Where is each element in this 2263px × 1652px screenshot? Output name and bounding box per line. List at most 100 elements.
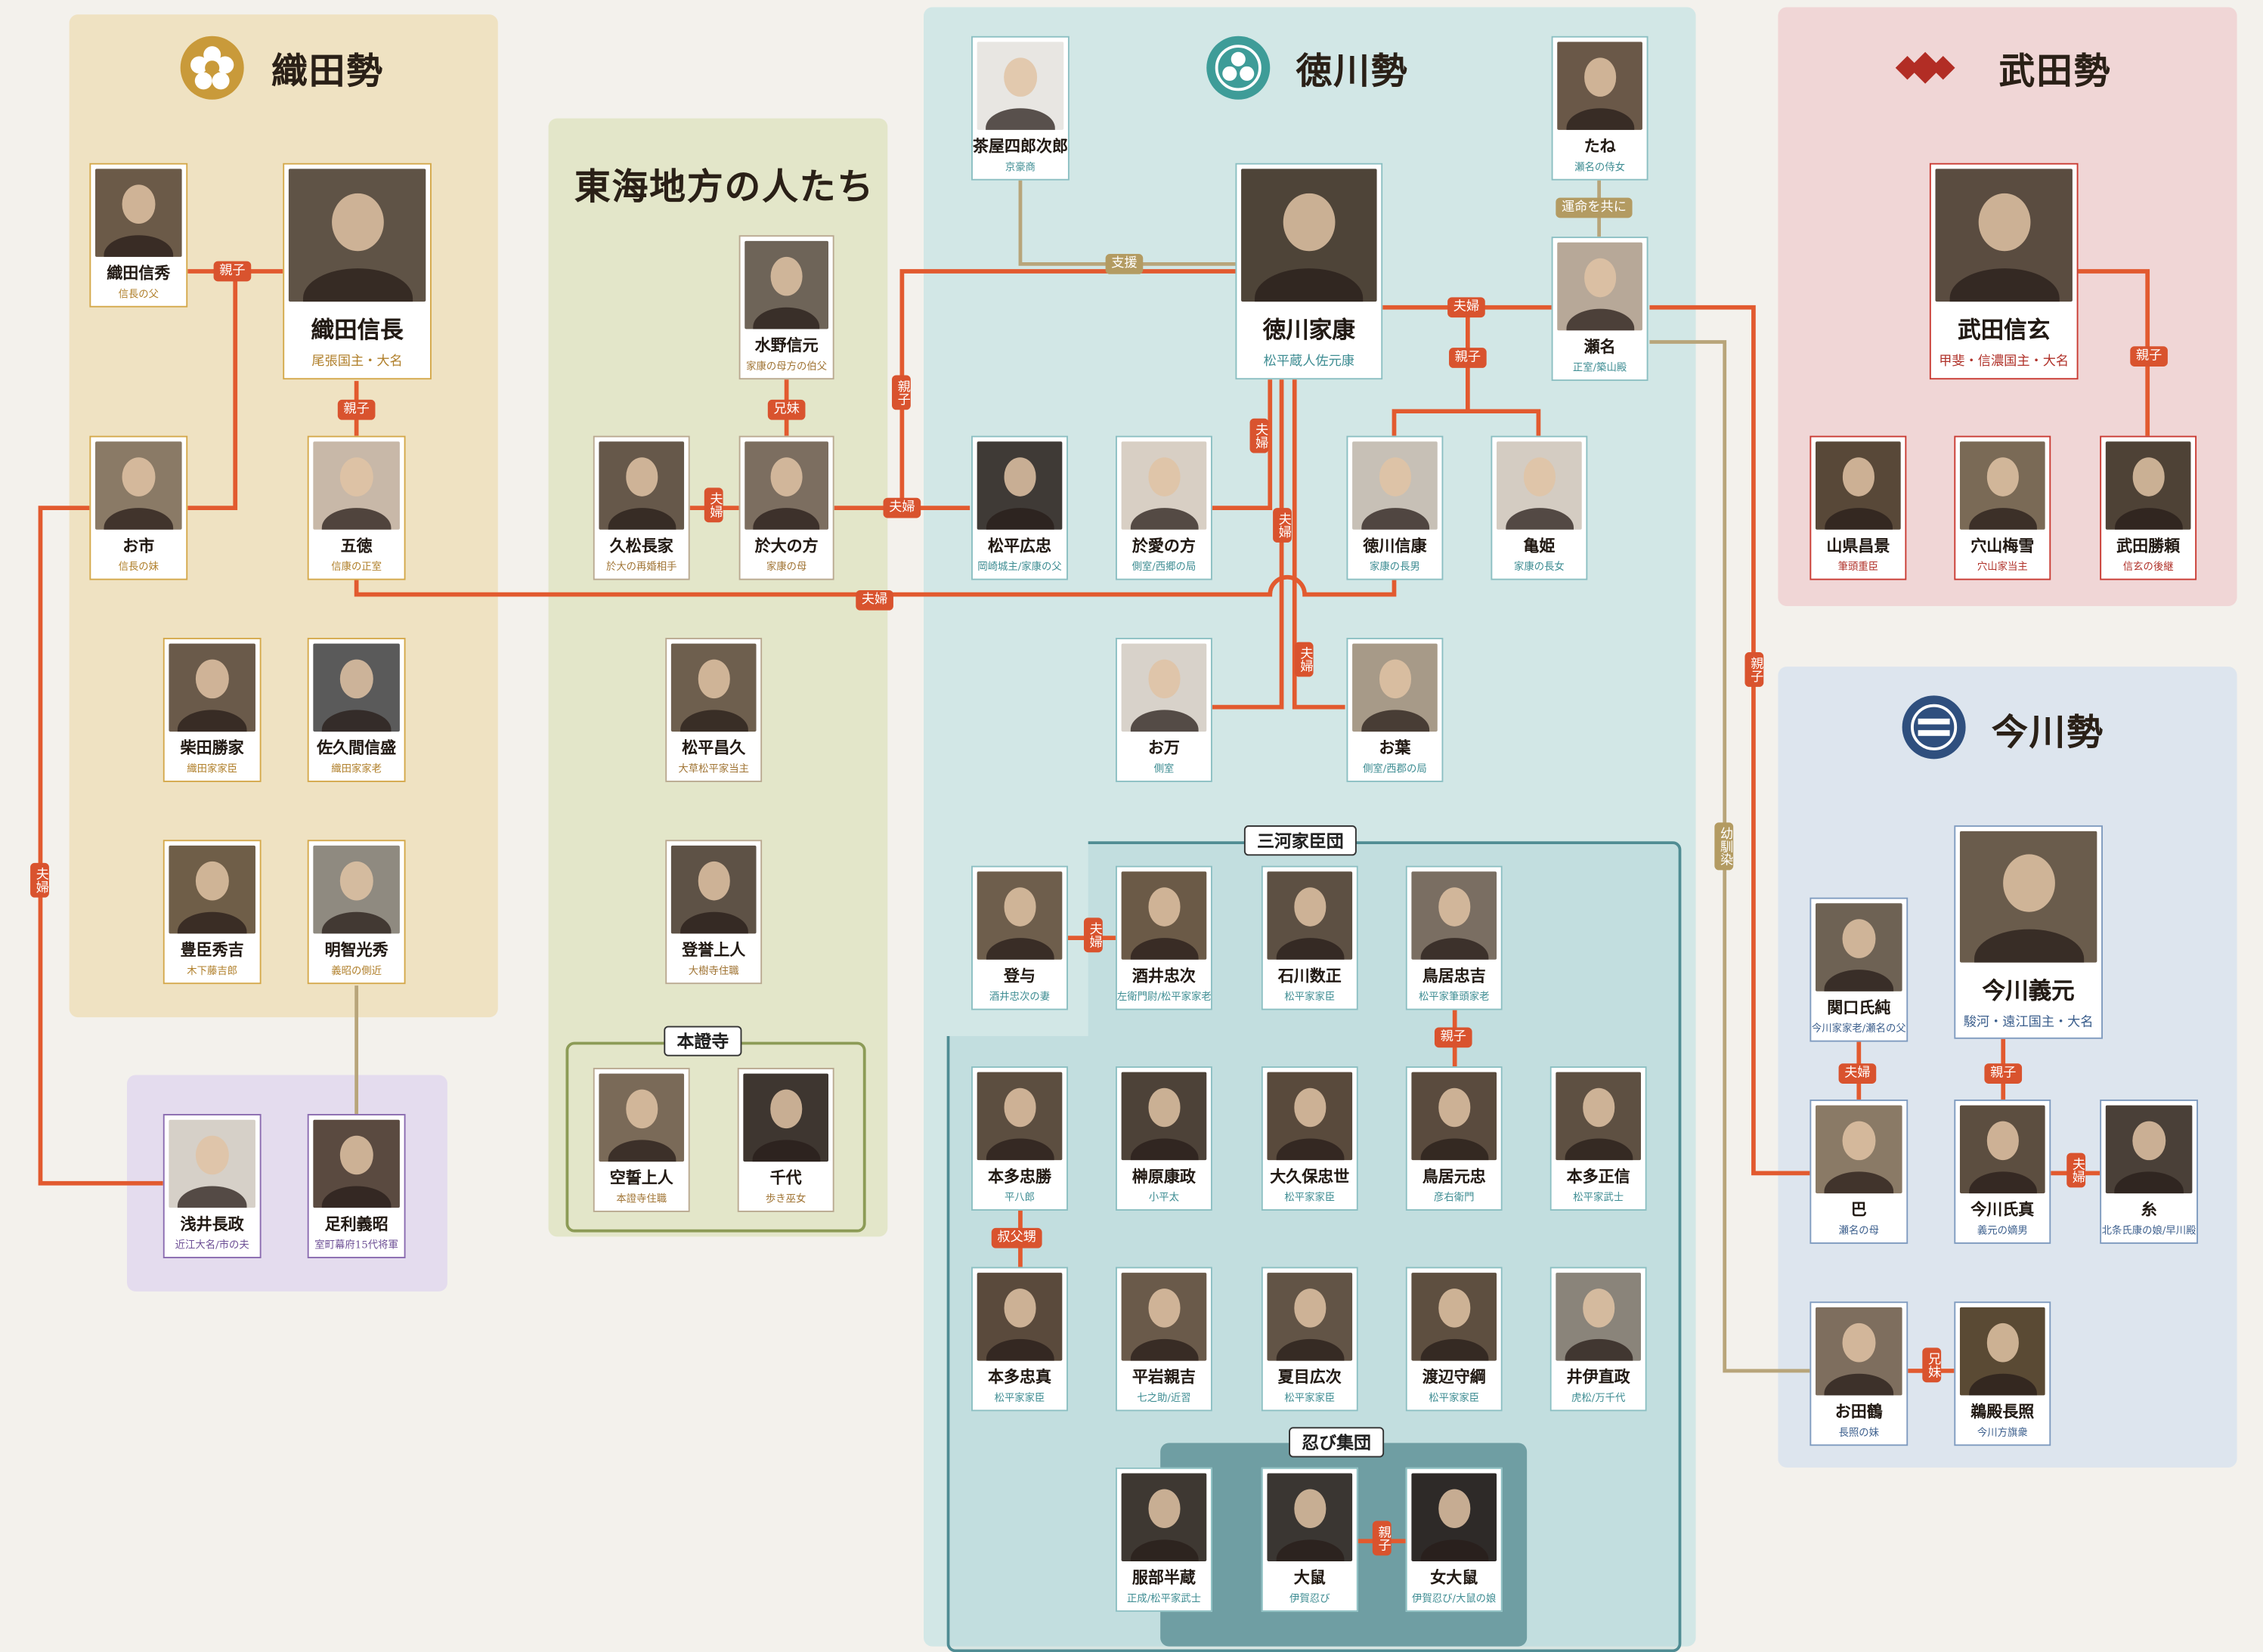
person-name: 豊臣秀吉 bbox=[180, 940, 244, 960]
person-role: 松平家家臣 bbox=[1429, 1392, 1480, 1404]
portrait bbox=[745, 441, 828, 530]
card-oai[interactable]: 於愛の方 側室/西郷の局 bbox=[1115, 435, 1212, 580]
card-ohayo[interactable]: お葉 側室/西郡の局 bbox=[1346, 637, 1444, 782]
card-katsuie[interactable]: 柴田勝家 織田家家臣 bbox=[163, 637, 262, 782]
tag-osananajimi: 幼馴染 bbox=[1714, 822, 1734, 871]
card-tadazane[interactable]: 本多忠真 松平家家臣 bbox=[971, 1267, 1068, 1412]
person-name: お田鶴 bbox=[1834, 1402, 1883, 1422]
person-role: 家康の母 bbox=[766, 561, 807, 573]
card-nobuyasu[interactable]: 徳川信康 家康の長男 bbox=[1346, 435, 1444, 580]
person-role: 義元の嫡男 bbox=[1977, 1224, 2028, 1236]
person-role: 正室/築山殿 bbox=[1572, 361, 1627, 374]
card-tadakatsu[interactable]: 本多忠勝 平八郎 bbox=[971, 1066, 1068, 1211]
card-ito[interactable]: 糸 北条氏康の娘/早川殿 bbox=[2100, 1099, 2199, 1244]
person-role: 信玄の後継 bbox=[2122, 561, 2174, 573]
person-role: 七之助/近習 bbox=[1137, 1392, 1191, 1404]
card-nagamasa[interactable]: 浅井長政 近江大名/市の夫 bbox=[163, 1114, 262, 1258]
card-tadatsugu[interactable]: 酒井忠次 左衛門尉/松平家家老 bbox=[1115, 865, 1212, 1010]
card-kame[interactable]: 亀姫 家康の長女 bbox=[1491, 435, 1588, 580]
card-ieyasu[interactable]: 徳川家康 松平蔵人佐元康 bbox=[1235, 162, 1383, 380]
card-odai[interactable]: 於大の方 家康の母 bbox=[738, 435, 834, 580]
card-shirojiro[interactable]: 茶屋四郎次郎 京豪商 bbox=[971, 36, 1070, 181]
card-mitsuhide[interactable]: 明智光秀 義昭の側近 bbox=[307, 840, 406, 985]
card-masanobu[interactable]: 本多正信 松平家武士 bbox=[1549, 1066, 1647, 1211]
card-shingen[interactable]: 武田信玄 甲斐・信濃国主・大名 bbox=[1929, 162, 2079, 380]
portrait bbox=[1816, 1105, 1902, 1193]
card-oman[interactable]: お万 側室 bbox=[1115, 637, 1212, 782]
tag-oshu: 叔父甥 bbox=[991, 1227, 1042, 1248]
card-sena[interactable]: 瀬名 正室/築山殿 bbox=[1551, 237, 1648, 382]
person-name: 本多正信 bbox=[1566, 1167, 1630, 1186]
card-ujizane[interactable]: 今川氏真 義元の嫡男 bbox=[1954, 1099, 2051, 1244]
card-hideyoshi[interactable]: 豊臣秀吉 木下藤吉郎 bbox=[163, 840, 262, 985]
portrait bbox=[1121, 1273, 1207, 1361]
person-name: 松平昌久 bbox=[682, 738, 746, 757]
card-hirotada[interactable]: 松平広忠 岡崎城主/家康の父 bbox=[971, 435, 1068, 580]
person-role: 松平蔵人佐元康 bbox=[1263, 354, 1354, 370]
card-tane[interactable]: たね 瀬名の侍女 bbox=[1551, 36, 1648, 181]
card-otazu[interactable]: お田鶴 長照の妹 bbox=[1809, 1301, 1909, 1446]
card-nobumoto[interactable]: 水野信元 家康の母方の伯父 bbox=[738, 235, 834, 380]
portrait bbox=[599, 441, 685, 530]
portrait bbox=[1959, 1105, 2045, 1193]
portrait bbox=[1241, 169, 1377, 302]
portrait bbox=[977, 441, 1063, 530]
card-nobuhide[interactable]: 織田信秀 信長の父 bbox=[89, 162, 188, 308]
portrait bbox=[745, 240, 828, 329]
card-masakage[interactable]: 山県昌景 筆頭重臣 bbox=[1809, 435, 1907, 580]
tag-oyako: 親子 bbox=[1449, 348, 1487, 368]
card-naomasa[interactable]: 井伊直政 虎松/万千代 bbox=[1549, 1267, 1647, 1412]
person-name: 井伊直政 bbox=[1566, 1367, 1630, 1387]
card-nobunaga[interactable]: 織田信長 尾張国主・大名 bbox=[283, 162, 432, 380]
person-name: 鵜殿長照 bbox=[1970, 1402, 2035, 1422]
tag-kyodai: 兄妹 bbox=[767, 399, 806, 420]
card-tadayo[interactable]: 大久保忠世 松平家家臣 bbox=[1261, 1066, 1358, 1211]
card-mototada[interactable]: 鳥居元忠 彦右衛門 bbox=[1405, 1066, 1503, 1211]
card-moritsuna[interactable]: 渡辺守綱 松平家家臣 bbox=[1405, 1267, 1503, 1412]
person-role: 歩き巫女 bbox=[765, 1193, 806, 1205]
card-onezumi[interactable]: 大鼠 伊賀忍び bbox=[1261, 1467, 1358, 1612]
card-chiyo[interactable]: 千代 歩き巫女 bbox=[737, 1067, 834, 1212]
card-tomoe[interactable]: 巴 瀬名の母 bbox=[1809, 1099, 1909, 1244]
card-baisetsu[interactable]: 穴山梅雪 穴山家当主 bbox=[1954, 435, 2051, 580]
card-gotoku[interactable]: 五徳 信康の正室 bbox=[307, 435, 406, 580]
portrait bbox=[1959, 831, 2097, 962]
person-name: 石川数正 bbox=[1277, 966, 1342, 985]
card-chikayoshi[interactable]: 平岩親吉 七之助/近習 bbox=[1115, 1267, 1212, 1412]
card-tadayoshi[interactable]: 鳥居忠吉 松平家筆頭家老 bbox=[1405, 865, 1503, 1010]
card-oichi[interactable]: お市 信長の妹 bbox=[89, 435, 188, 580]
person-name: 武田信玄 bbox=[1958, 315, 2051, 343]
person-role: 家康の長女 bbox=[1513, 561, 1565, 573]
person-name: 織田信秀 bbox=[107, 263, 171, 283]
card-kazumasa[interactable]: 石川数正 松平家家臣 bbox=[1261, 865, 1358, 1010]
card-ujizumi[interactable]: 関口氏純 今川家家老/瀬名の父 bbox=[1809, 897, 1909, 1042]
portrait bbox=[169, 845, 255, 933]
card-yoshiaki[interactable]: 足利義昭 室町幕府15代将軍 bbox=[307, 1114, 406, 1258]
person-role: 尾張国主・大名 bbox=[311, 354, 403, 370]
card-hanzo[interactable]: 服部半蔵 正成/松平家武士 bbox=[1115, 1467, 1212, 1612]
card-kuei[interactable]: 空誓上人 本證寺住職 bbox=[593, 1067, 690, 1212]
card-toyo[interactable]: 登与 酒井忠次の妻 bbox=[971, 865, 1068, 1010]
person-role: 織田家家老 bbox=[331, 763, 382, 775]
card-nagateru[interactable]: 鵜殿長照 今川方旗衆 bbox=[1954, 1301, 2051, 1446]
person-role: 酒井忠次の妻 bbox=[989, 991, 1051, 1003]
tag-fufu: 夫婦 bbox=[2066, 1152, 2086, 1188]
card-yasumasa[interactable]: 榊原康政 小平太 bbox=[1115, 1066, 1212, 1211]
card-masahisa[interactable]: 松平昌久 大草松平家当主 bbox=[665, 637, 763, 782]
card-hirotsugu[interactable]: 夏目広次 松平家家臣 bbox=[1261, 1267, 1358, 1412]
portrait bbox=[1411, 871, 1497, 960]
tag-oyako: 親子 bbox=[1372, 1521, 1392, 1556]
person-role: 甲斐・信濃国主・大名 bbox=[1939, 354, 2070, 370]
person-role: 松平家家臣 bbox=[1284, 1392, 1336, 1404]
card-nobumori[interactable]: 佐久間信盛 織田家家老 bbox=[307, 637, 406, 782]
person-name: 茶屋四郎次郎 bbox=[972, 136, 1068, 156]
card-katsuyori[interactable]: 武田勝頼 信玄の後継 bbox=[2100, 435, 2197, 580]
card-nagaie[interactable]: 久松長家 於大の再婚相手 bbox=[593, 435, 690, 580]
portrait bbox=[1959, 441, 2045, 530]
tag-oyako: 親子 bbox=[2130, 346, 2168, 367]
card-onnaonezumi[interactable]: 女大鼠 伊賀忍び/大鼠の娘 bbox=[1405, 1467, 1503, 1612]
card-yoshimoto[interactable]: 今川義元 駿河・遠江国主・大名 bbox=[1954, 825, 2103, 1039]
portrait bbox=[670, 845, 757, 933]
takeda-crest-icon bbox=[1893, 36, 1957, 100]
card-tomo[interactable]: 登誉上人 大樹寺住職 bbox=[665, 840, 763, 985]
